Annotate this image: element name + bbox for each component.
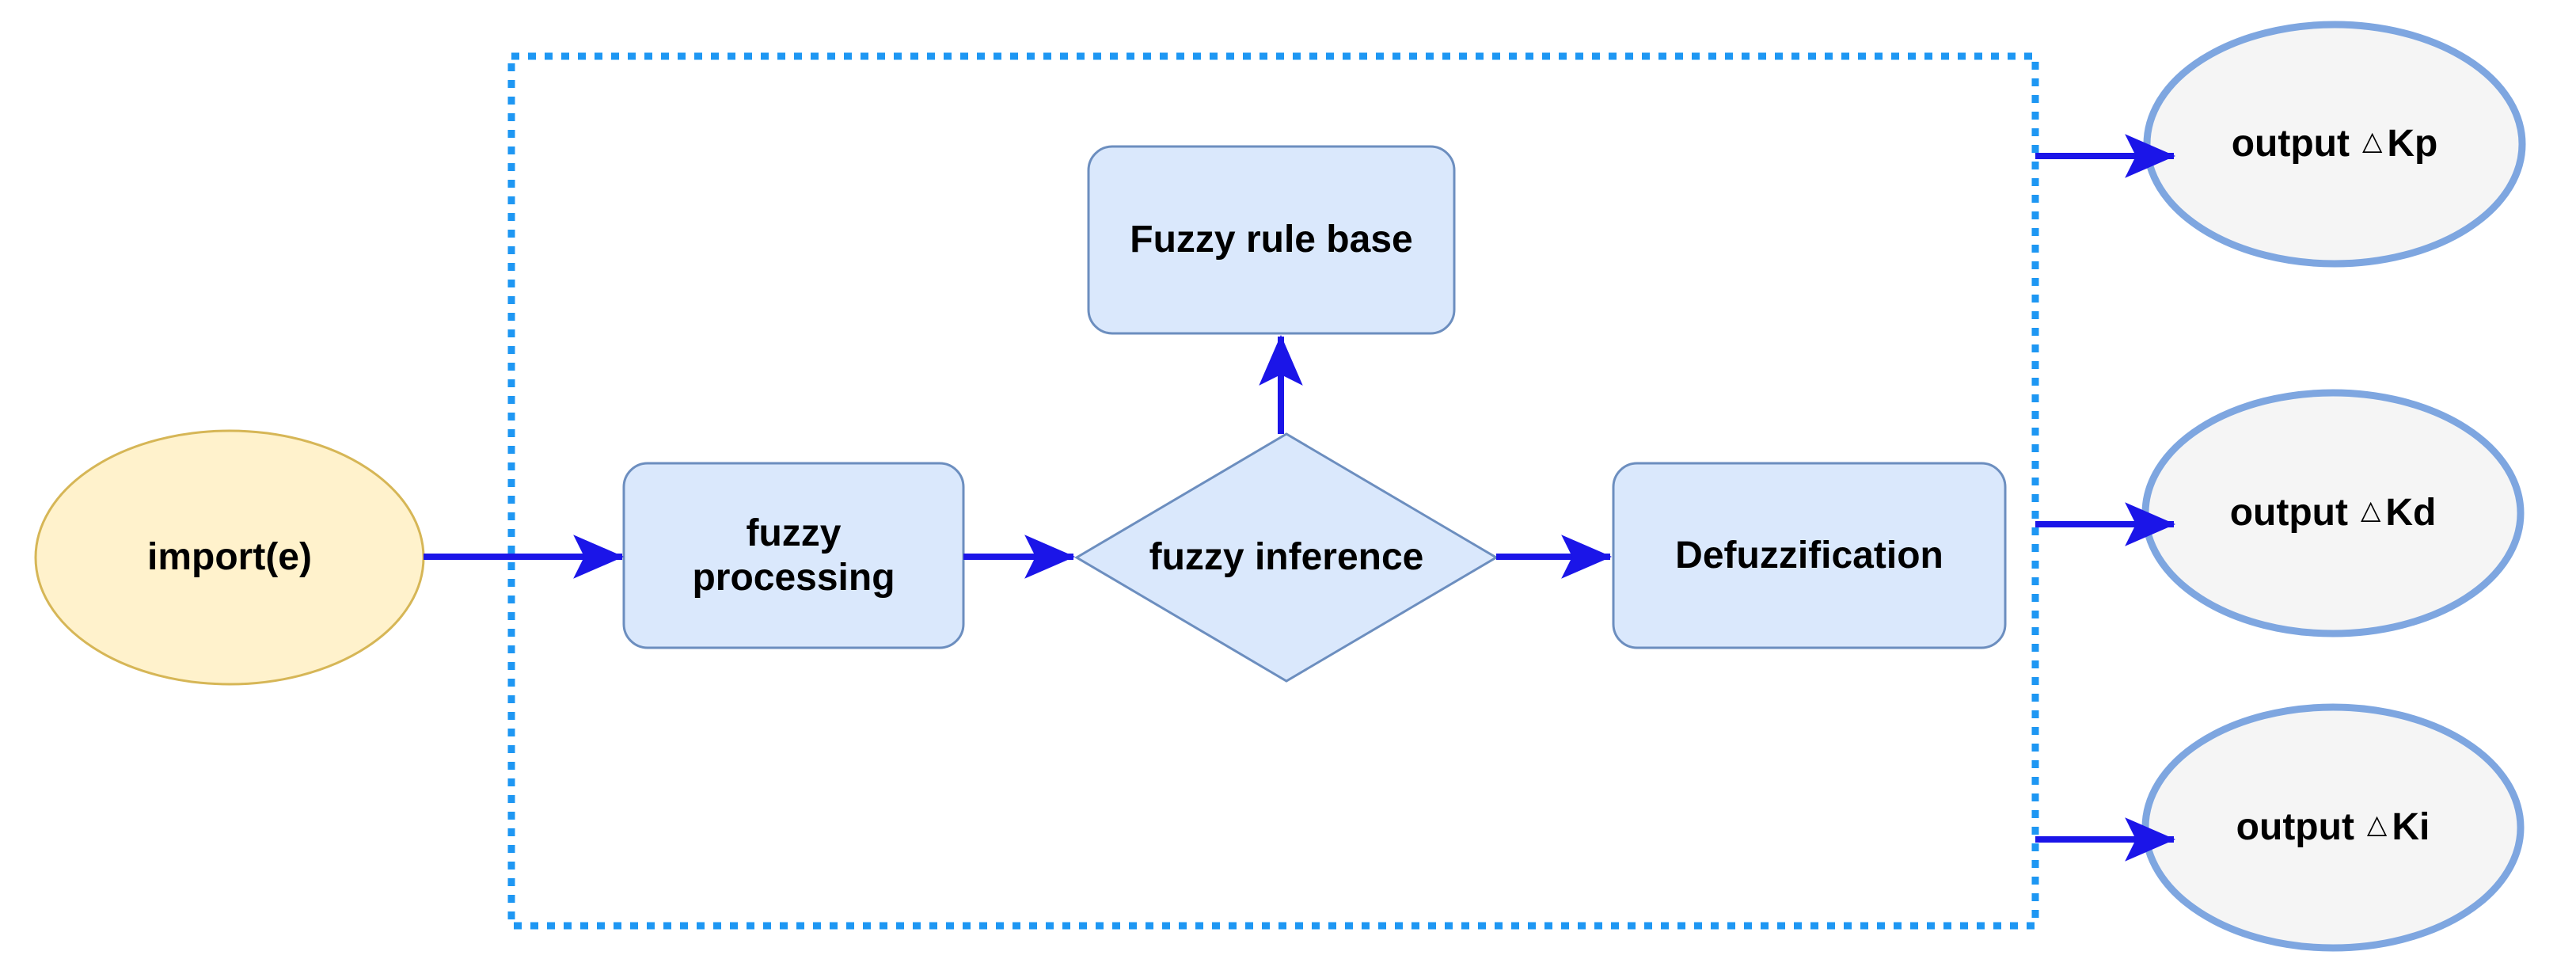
node-import-e-shape (34, 429, 425, 686)
node-output-kp-shape (2143, 21, 2526, 268)
node-defuzzification-shape (1612, 462, 2007, 649)
node-fuzzy-processing-shape (622, 462, 965, 649)
node-output-ki-shape (2141, 703, 2525, 952)
node-fuzzy-rule-base-shape (1087, 145, 1456, 335)
node-output-kd-shape (2141, 389, 2525, 637)
node-fuzzy-inference-shape (1074, 432, 1499, 683)
